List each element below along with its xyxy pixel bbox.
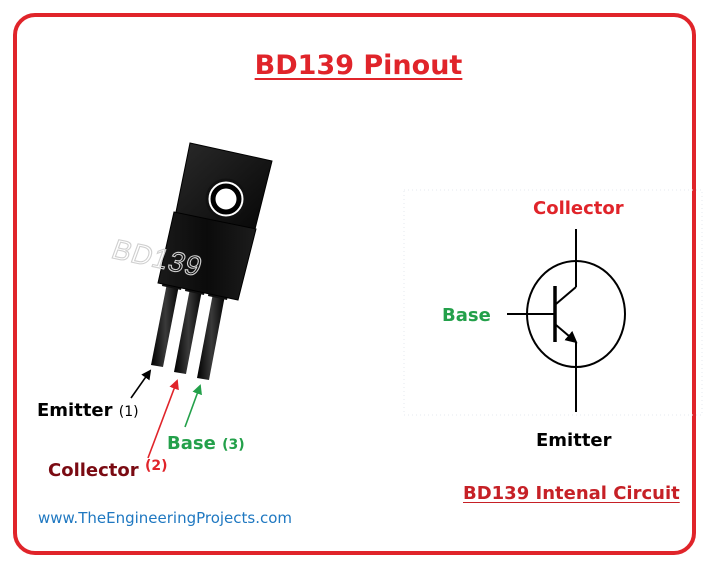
- pin-name-collector: Collector: [48, 460, 139, 481]
- transistor-package: BD139: [107, 142, 273, 380]
- diagram-frame: [13, 13, 696, 555]
- pin-number-collector: (2): [144, 458, 168, 474]
- arrow-emitter: [130, 369, 152, 399]
- arrow-collector: [147, 379, 179, 459]
- arrow-base: [184, 384, 202, 428]
- collector-diagonal: [555, 286, 577, 305]
- package-body: [157, 211, 257, 301]
- leg-emitter: [151, 278, 180, 367]
- pin-label-base: Base (3): [167, 433, 245, 454]
- pin-label-collector: Collector (2): [48, 458, 168, 481]
- leg-collector: [174, 283, 203, 374]
- pin-name-emitter: Emitter: [37, 400, 113, 421]
- pin-name-base: Base: [167, 433, 216, 454]
- circuit-caption: BD139 Intenal Circuit: [463, 483, 680, 504]
- schematic-base-label: Base: [442, 305, 491, 326]
- pin-number-emitter: (1): [118, 404, 139, 420]
- schematic-emitter-label: Emitter: [536, 430, 612, 451]
- npn-symbol: [507, 229, 626, 412]
- pin-label-emitter: Emitter (1): [37, 400, 139, 421]
- pin-number-base: (3): [222, 437, 245, 453]
- website-watermark: www.TheEngineeringProjects.com: [38, 509, 293, 527]
- schematic-collector-label: Collector: [533, 198, 624, 219]
- schematic-grid: [403, 189, 703, 416]
- page-title: BD139 Pinout: [254, 50, 463, 81]
- emitter-arrow: [555, 324, 578, 344]
- mounting-hole-ring: [210, 183, 242, 215]
- leg-base: [197, 288, 226, 380]
